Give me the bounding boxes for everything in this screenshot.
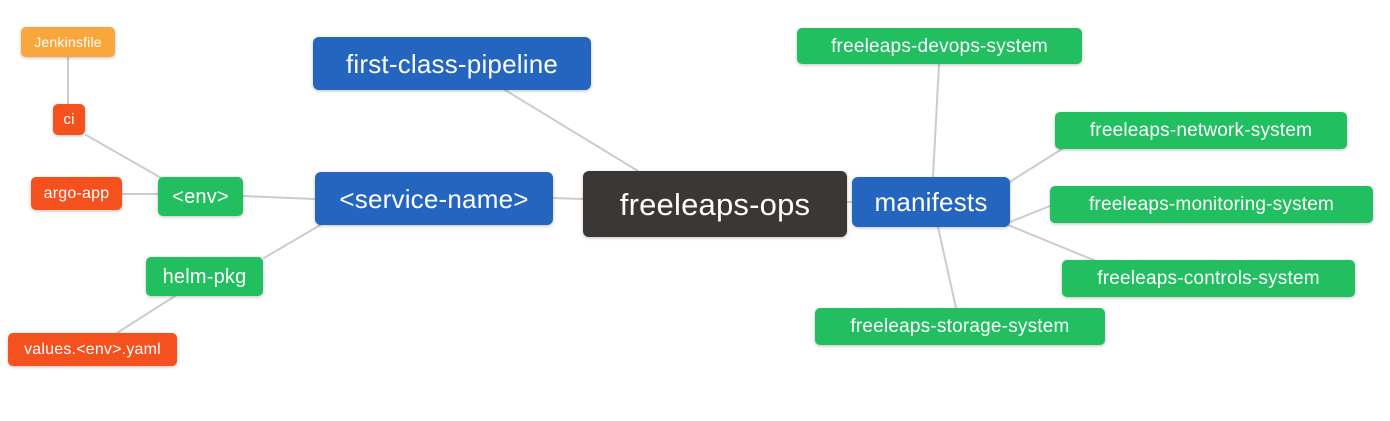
node-jenkinsfile[interactable]: Jenkinsfile (21, 27, 115, 57)
edge-ci-to-env (85, 134, 164, 180)
node-freeleaps-monitoring-system[interactable]: freeleaps-monitoring-system (1050, 186, 1373, 223)
node-env[interactable]: <env> (158, 177, 243, 216)
node-label: Jenkinsfile (34, 34, 102, 50)
edge-manifests-to-freeleaps-controls-system (1007, 224, 1097, 262)
node-freeleaps-ops[interactable]: freeleaps-ops (583, 171, 847, 237)
edge-manifests-to-freeleaps-storage-system (937, 226, 957, 309)
node-ci[interactable]: ci (53, 104, 85, 135)
edge-env-to-service-name (242, 195, 316, 200)
node-label: freeleaps-controls-system (1097, 268, 1320, 289)
node-freeleaps-storage-system[interactable]: freeleaps-storage-system (815, 308, 1105, 345)
edge-helm-pkg-to-service-name (263, 223, 323, 259)
node-label: helm-pkg (162, 265, 247, 288)
edge-first-class-pipeline-to-freeleaps-ops (504, 89, 639, 172)
node-label: manifests (874, 187, 988, 217)
node-first-class-pipeline[interactable]: first-class-pipeline (313, 37, 591, 90)
node-label: first-class-pipeline (345, 48, 559, 79)
node-service-name[interactable]: <service-name> (315, 172, 553, 225)
node-freeleaps-devops-system[interactable]: freeleaps-devops-system (797, 28, 1082, 64)
node-freeleaps-network-system[interactable]: freeleaps-network-system (1055, 112, 1347, 149)
node-helm-pkg[interactable]: helm-pkg (146, 257, 263, 296)
node-label: freeleaps-monitoring-system (1088, 194, 1335, 215)
node-values-env-yaml[interactable]: values.<env>.yaml (8, 333, 177, 366)
edge-helm-pkg-to-values-env-yaml (116, 295, 176, 334)
edge-manifests-to-freeleaps-network-system (1007, 148, 1063, 184)
node-argo-app[interactable]: argo-app (31, 177, 122, 210)
node-label: freeleaps-network-system (1089, 120, 1313, 141)
node-freeleaps-controls-system[interactable]: freeleaps-controls-system (1062, 260, 1355, 297)
edge-manifests-to-freeleaps-monitoring-system (1009, 205, 1051, 223)
node-label: values.<env>.yaml (24, 340, 161, 358)
node-label: <service-name> (339, 183, 529, 214)
node-label: freeleaps-storage-system (850, 316, 1070, 337)
edge-manifests-to-freeleaps-devops-system (932, 63, 940, 178)
node-label: freeleaps-ops (619, 186, 811, 222)
node-label: ci (63, 111, 75, 128)
edge-service-name-to-freeleaps-ops (552, 197, 584, 200)
node-label: argo-app (43, 184, 110, 202)
node-label: freeleaps-devops-system (831, 35, 1048, 57)
node-manifests[interactable]: manifests (852, 177, 1010, 227)
node-label: <env> (172, 185, 229, 208)
